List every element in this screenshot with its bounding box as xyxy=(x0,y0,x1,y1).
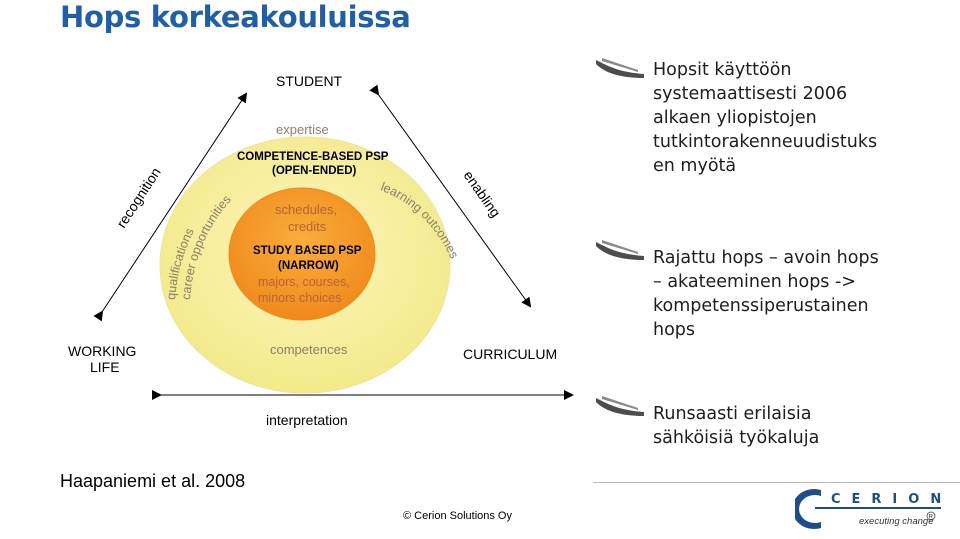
footer-divider xyxy=(593,482,960,483)
student-label: STUDENT xyxy=(276,73,343,89)
curriculum-label: CURRICULUM xyxy=(463,346,557,362)
slide-title: Hops korkeakouluissa xyxy=(60,0,411,34)
bullet-text-1: Hopsit käyttöön systemaattisesti 2006 al… xyxy=(653,60,878,176)
arrow-recognition xyxy=(93,92,248,322)
study-psp-label-2: (NARROW) xyxy=(278,260,339,272)
study-psp-label-1: STUDY BASED PSP xyxy=(253,245,362,257)
recognition-label: recognition xyxy=(113,164,164,230)
expertise-label: expertise xyxy=(276,122,329,137)
working-life-label-1: WORKING xyxy=(68,343,136,359)
logo-wordmark: CERION xyxy=(831,492,945,507)
cerion-logo: CERION executing change R xyxy=(795,489,945,529)
logo-tagline: executing change xyxy=(859,516,933,527)
competences-label: competences xyxy=(270,342,348,357)
registered-mark: R xyxy=(929,514,934,520)
bullet-text-2: Rajattu hops – avoin hops – akateeminen … xyxy=(653,248,879,340)
swoosh-bullet-icon xyxy=(596,396,644,416)
credits-label: credits xyxy=(288,219,327,234)
hops-diagram: STUDENT WORKING LIFE CURRICULUM expertis… xyxy=(68,73,574,428)
competence-psp-label-2: (OPEN-ENDED) xyxy=(272,165,357,177)
minors-label: minors choices xyxy=(258,291,341,305)
bullet-text-3: Runsaasti erilaisia sähköisiä työkaluja xyxy=(653,404,820,448)
swoosh-bullet-icon xyxy=(596,58,644,78)
copyright-notice: © Cerion Solutions Oy xyxy=(403,510,512,522)
arrow-enabling xyxy=(369,84,532,308)
enabling-label: enabling xyxy=(461,168,504,221)
interpretation-label: interpretation xyxy=(266,412,348,428)
competence-psp-label-1: COMPETENCE-BASED PSP xyxy=(237,151,389,163)
citation: Haapaniemi et al. 2008 xyxy=(60,471,246,491)
swoosh-bullet-icon xyxy=(596,240,644,260)
majors-label: majors, courses, xyxy=(258,275,350,289)
working-life-label-2: LIFE xyxy=(90,359,120,375)
schedules-label: schedules, xyxy=(275,202,337,217)
